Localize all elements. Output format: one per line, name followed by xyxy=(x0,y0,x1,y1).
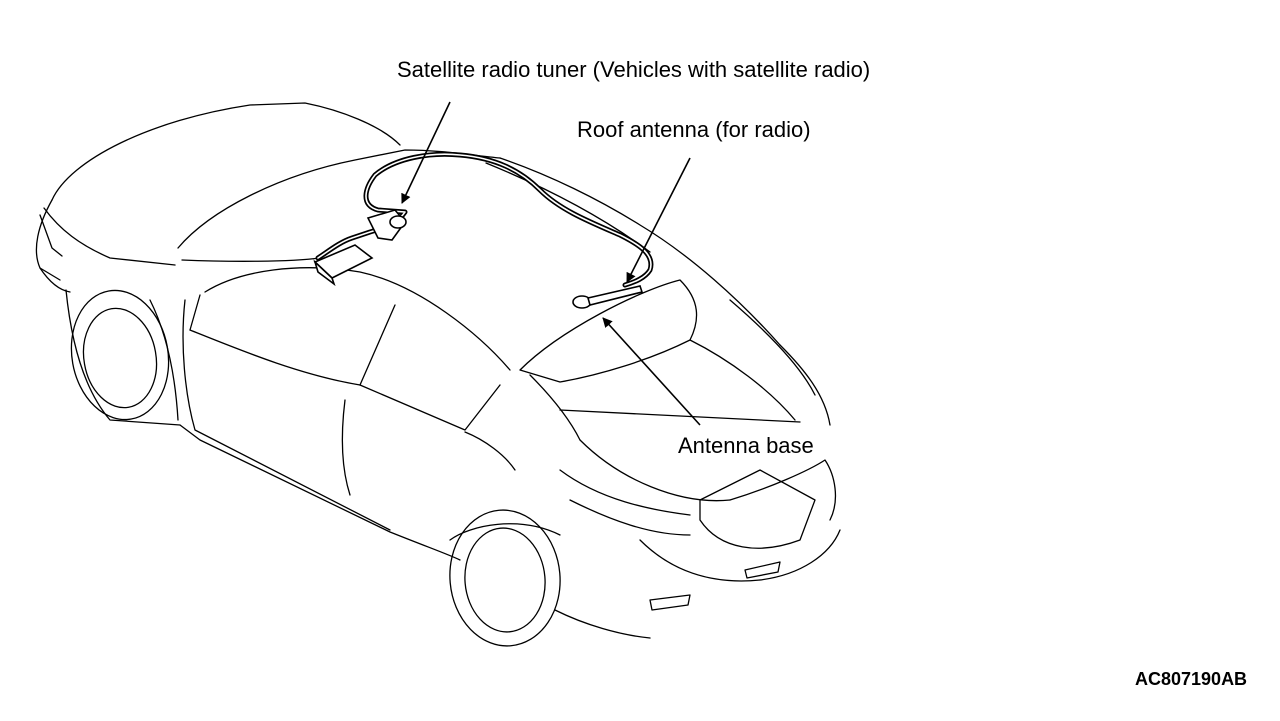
satellite-tuner-label: Satellite radio tuner (Vehicles with sat… xyxy=(397,57,871,82)
satellite-radio-tuner xyxy=(313,209,407,287)
vehicle-outline xyxy=(35,102,841,647)
roof-antenna xyxy=(572,285,644,309)
tuner-leader xyxy=(401,101,451,204)
figure-code: AC807190AB xyxy=(1135,669,1248,689)
antenna-base-leader xyxy=(602,317,701,426)
antenna-base-label: Antenna base xyxy=(678,433,814,458)
roof-antenna-label: Roof antenna (for radio) xyxy=(577,117,811,142)
roof-antenna-leader xyxy=(626,157,691,283)
